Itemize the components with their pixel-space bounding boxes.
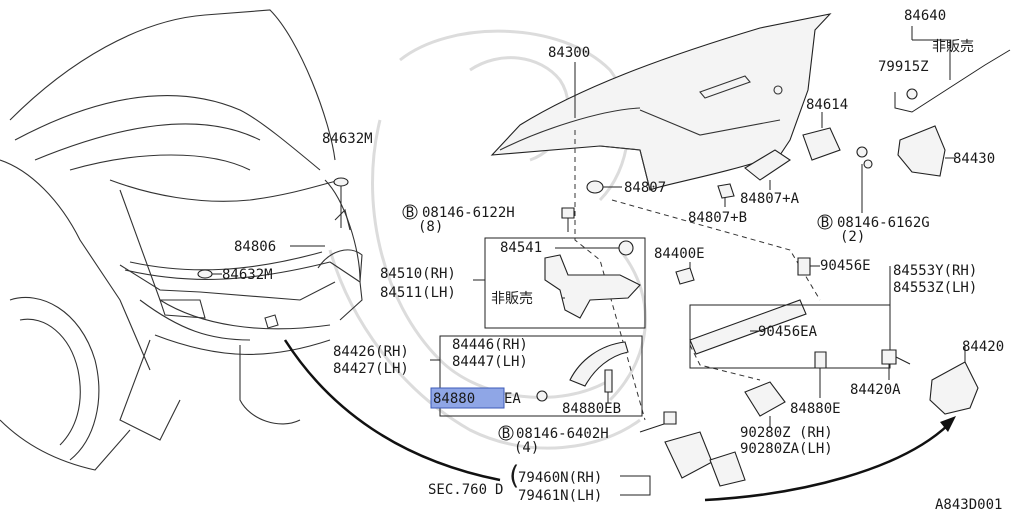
label-84511: 84511(LH) [380,285,456,301]
label-84420A: 84420A [850,382,901,398]
label-84426: 84426(RH) [333,344,409,360]
car-body-illustration [0,9,363,471]
label-08146-6122H: 08146-6122H [422,205,515,221]
label-84300: 84300 [548,45,590,61]
label-84880-highlight[interactable]: 84880 [433,391,475,407]
brace-79460N: ( [506,461,522,491]
label-84447: 84447(LH) [452,354,528,370]
lid-bracket-84807A [744,149,791,181]
bolt-mark-b3-text: B [502,426,510,442]
clip-84400E [675,267,695,285]
bolt-mark-b3 [498,425,514,441]
gas-strut-84553 [689,299,807,355]
highlight-84880[interactable] [430,387,505,409]
bolt-08146-6162G-a [856,146,868,158]
label-hihanbai-top: 非販売 [932,39,974,55]
label-84807: 84807 [624,180,666,196]
label-08146-6122H-qty: (8) [418,219,443,235]
bolt-08146-6122H [561,207,575,219]
trunk-lid-84300 [490,13,832,191]
label-84430: 84430 [953,151,995,167]
label-sec-760-suffix: D [495,482,503,498]
stud-90456E [797,257,811,276]
arrow-car-to-stay [283,339,501,482]
dashed-guide-left [574,130,646,421]
hinge-assembly-84510 [544,254,641,319]
grommet-84807B [717,183,735,199]
leader-79460N [620,475,651,496]
torsion-bar-box-84426 [439,335,643,417]
label-84510: 84510(RH) [380,266,456,282]
arrow-stay-to-striker [704,424,949,502]
dashed-guide-lower [689,344,761,381]
label-90280Z: 90280Z (RH) [740,425,833,441]
label-84640: 84640 [904,8,946,24]
stay-79460N [664,431,713,479]
bolt-84420A-shank [895,356,911,365]
bolt-mark-b1-text: B [406,205,414,221]
label-84420: 84420 [962,339,1004,355]
stay-79461N [709,451,746,487]
trunk-bumper-84632M-mid [197,269,213,279]
label-84553Y: 84553Y(RH) [893,263,977,279]
clip-84880E [814,351,827,369]
label-84427: 84427(LH) [333,361,409,377]
watermark-emblem [328,29,647,450]
bolt-08146-6402H [663,411,677,425]
label-84446: 84446(RH) [452,337,528,353]
label-84541: 84541 [500,240,542,256]
label-08146-6402H-qty: (4) [514,440,539,456]
bolt-mark-b2 [817,214,833,230]
grommet-84807 [586,180,604,194]
trunk-lock-84430 [897,125,946,177]
label-79460N: 79460N(RH) [518,470,602,486]
bolt-84420A [881,349,897,365]
label-84880EB: 84880EB [562,401,621,417]
label-84632M-top: 84632M [322,131,373,147]
bolt-08146-6162G-b [863,159,873,169]
striker-84420 [929,361,979,415]
label-84553Z: 84553Z(LH) [893,280,977,296]
label-84632M-mid: 84632M [222,267,273,283]
label-90456EA: 90456EA [758,324,818,340]
label-hihanbai-mid: 非販売 [491,291,533,307]
label-79461N: 79461N(LH) [518,488,602,504]
label-08146-6162G: 08146-6162G [837,215,930,231]
arrow-head-striker [940,416,956,432]
label-84614: 84614 [806,97,848,113]
hinge-bushing-84541 [618,240,634,256]
diagram-code: A843D001 [935,497,1002,510]
label-sec-760: SEC.760 [428,482,487,498]
label-84807B: 84807+B [688,210,747,226]
label-90456E: 90456E [820,258,871,274]
clip-84880EA [536,390,548,402]
label-08146-6162G-qty: (2) [840,229,865,245]
label-90280ZA: 90280ZA(LH) [740,441,833,457]
clip-79915Z [906,88,918,100]
bolt-mark-b2-text: B [821,215,829,231]
label-84400E: 84400E [654,246,705,262]
label-84807A: 84807+A [740,191,800,207]
torsion-bar-84446 [569,341,629,387]
leader-08146-6402H [639,423,665,433]
label-79915Z: 79915Z [878,59,929,75]
label-84880E: 84880E [790,401,841,417]
label-08146-6402H: 08146-6402H [516,426,609,442]
trunk-bumper-84632M-top [333,177,349,187]
lock-cylinder-84614 [802,127,841,161]
clip-84880EB [604,369,613,393]
release-rod-84640 [894,49,1011,113]
bolt-mark-b1 [402,204,418,220]
hinge-box-84510 [484,237,646,329]
bracket-90280Z [744,381,786,417]
label-84880EA-suffix: EA [504,391,521,407]
label-84806: 84806 [234,239,276,255]
dashed-guide-mid [611,199,821,301]
